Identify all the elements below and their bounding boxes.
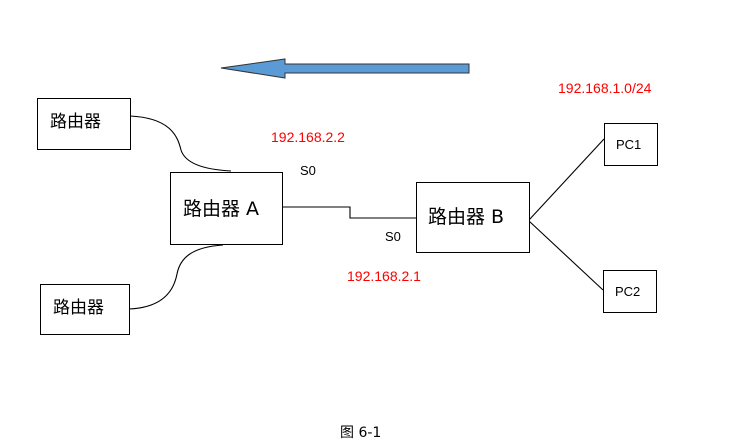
pc1-label: PC1: [616, 137, 641, 152]
router-bottom-left-label: 路由器: [53, 298, 104, 318]
link-b-to-pc1: [528, 138, 605, 221]
router-a-port-label: S0: [300, 163, 316, 178]
router-b-port-label: S0: [385, 229, 401, 244]
link-b-to-pc2: [528, 220, 604, 291]
router-a-label: 路由器 A: [183, 198, 259, 220]
router-bottom-left: 路由器: [40, 284, 130, 335]
router-top-left: 路由器: [37, 98, 131, 150]
figure-caption: 图 6-1: [340, 425, 381, 441]
router-a-ip-label: 192.168.2.2: [271, 129, 345, 145]
pc1: PC1: [604, 123, 658, 166]
link-top-router-to-a: [129, 115, 232, 172]
direction-arrow: [220, 58, 470, 79]
router-b-ip-label: 192.168.2.1: [347, 268, 421, 284]
router-b: 路由器 B: [416, 182, 530, 253]
pc2-label: PC2: [615, 284, 640, 299]
pc2: PC2: [603, 270, 657, 313]
router-b-label: 路由器 B: [428, 206, 504, 228]
router-top-left-label: 路由器: [50, 112, 101, 132]
lan-network-label: 192.168.1.0/24: [558, 80, 652, 96]
link-bottom-router-to-a: [128, 244, 224, 310]
router-a: 路由器 A: [170, 172, 283, 245]
link-a-to-b: [282, 206, 418, 219]
